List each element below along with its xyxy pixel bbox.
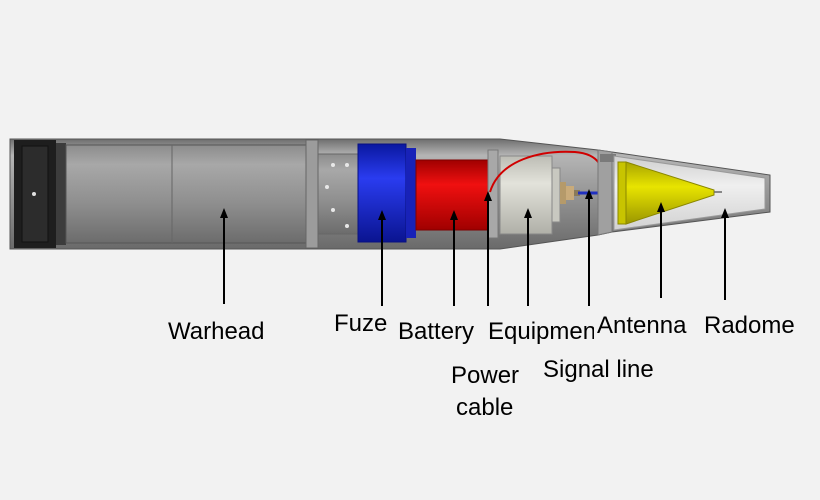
equipment-label: Equipment	[488, 318, 594, 345]
fuze-housing	[317, 153, 361, 235]
equipment-part	[499, 155, 553, 235]
equipment-label-clip: Equipment	[488, 318, 594, 350]
fuze-label: Fuze	[334, 310, 388, 337]
warhead-label: Warhead	[168, 318, 265, 345]
power-cable-label-line1: Power	[451, 362, 520, 389]
antenna-label: Antenna	[597, 312, 687, 339]
battery-label: Battery	[398, 318, 475, 345]
antenna-part	[625, 161, 715, 225]
signal-line-label: Signal line	[543, 356, 654, 383]
warhead-section	[65, 144, 307, 244]
radome-label: Radome	[704, 312, 795, 339]
power-cable-label-line2: cable	[456, 394, 514, 421]
